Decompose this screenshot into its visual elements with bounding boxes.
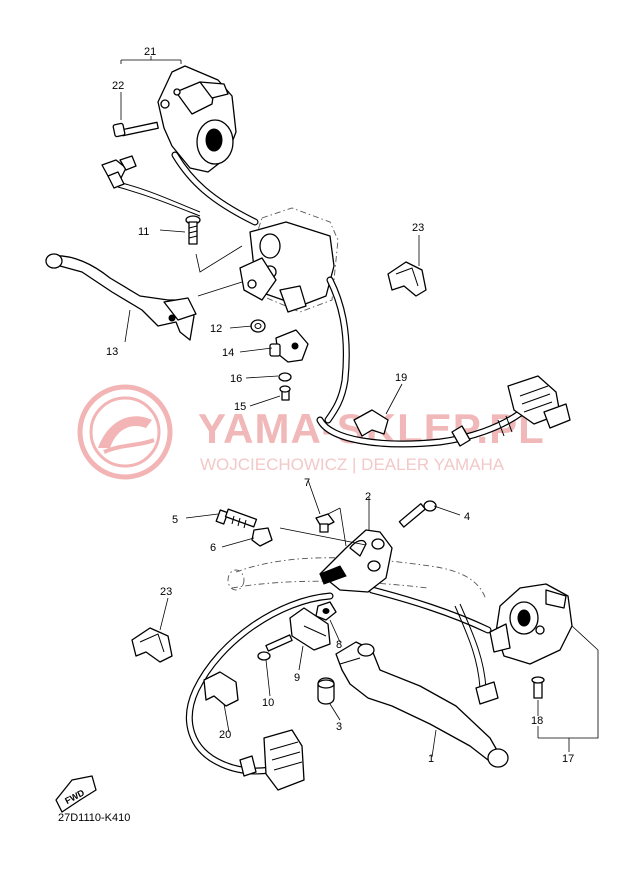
bolt-5	[215, 508, 258, 529]
leader-lines	[120, 56, 599, 758]
callout-3: 3	[336, 721, 342, 733]
wire-clamp-23-upper	[387, 261, 427, 297]
washer-16	[278, 372, 292, 382]
callout-17: 17	[562, 753, 574, 765]
left-switch-housing-upper	[157, 65, 237, 173]
callout-7: 7	[304, 477, 310, 489]
wire-clamp-23-lower	[131, 627, 173, 663]
screw-10	[257, 634, 293, 661]
band-upper	[451, 425, 471, 447]
right-switch-housing	[489, 583, 573, 665]
callout-11: 11	[138, 226, 149, 238]
callout-18: 18	[531, 715, 543, 727]
callout-22: 22	[112, 80, 124, 92]
clutch-switch-9	[289, 607, 331, 651]
screw-4	[398, 500, 437, 528]
lower-assembly: FWD	[55, 500, 573, 813]
switch-terminals	[101, 155, 137, 189]
callout-23-lower: 23	[160, 586, 172, 598]
screw-22	[112, 121, 159, 138]
watermark-subtitle: WOJCIECHOWICZ | DEALER YAMAHA	[200, 455, 505, 474]
nut-6	[251, 527, 273, 547]
lever-holder-2	[319, 529, 393, 593]
connector-lower-right	[475, 681, 499, 705]
callout-21: 21	[144, 46, 156, 58]
nut-8	[315, 601, 337, 621]
wire-clamp-19	[353, 409, 389, 437]
callout-10: 10	[262, 697, 274, 709]
callout-6: 6	[210, 542, 216, 554]
callout-1: 1	[428, 753, 434, 765]
callout-13: 13	[106, 346, 118, 358]
callout-19: 19	[395, 372, 407, 384]
diagram-code: 27D1110-K410	[58, 812, 130, 824]
screw-15	[279, 385, 291, 401]
clutch-lever	[335, 641, 509, 768]
callout-15: 15	[234, 401, 246, 413]
watermark-logo	[77, 384, 173, 480]
bolt-11	[185, 215, 201, 245]
callout-4: 4	[464, 511, 470, 523]
harness-upper	[316, 408, 526, 448]
callout-16: 16	[230, 373, 242, 385]
collar-3	[317, 677, 335, 705]
front-brake-lever	[45, 253, 197, 341]
fwd-arrow-icon: FWD	[55, 775, 97, 813]
connector-lower	[239, 729, 305, 791]
connector-upper	[507, 375, 571, 429]
callouts: 21 22 11 13 12 14 16 15 23 19 7 2 4 5 6 …	[106, 46, 574, 765]
screw-18	[531, 676, 545, 699]
callout-23-upper: 23	[412, 222, 424, 234]
callout-5: 5	[172, 514, 178, 526]
callout-9: 9	[294, 672, 300, 684]
callout-2: 2	[365, 491, 371, 503]
callout-8: 8	[336, 639, 342, 651]
callout-12: 12	[210, 323, 222, 335]
callout-14: 14	[222, 347, 234, 359]
screw-7	[315, 513, 335, 533]
brake-switch-14	[269, 329, 309, 363]
callout-20: 20	[219, 729, 231, 741]
upper-assembly	[45, 65, 571, 448]
wire-clamp-20	[203, 671, 239, 707]
washer-12	[250, 319, 266, 333]
master-cylinder	[239, 207, 350, 424]
